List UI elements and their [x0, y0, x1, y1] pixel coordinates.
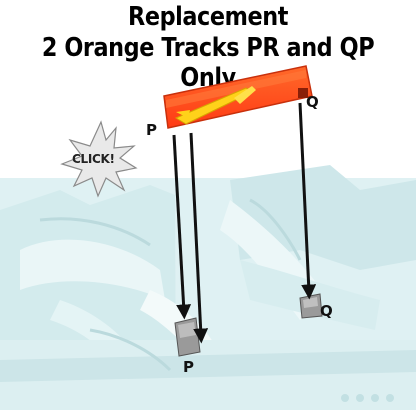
- label-q-bottom: Q: [320, 302, 333, 320]
- label-p-top: P: [146, 121, 157, 139]
- arrow-p-1: [172, 134, 192, 320]
- arrow-p-2: [189, 132, 209, 344]
- label-p-bottom: P: [183, 358, 194, 376]
- title-line-1: Replacement: [128, 2, 288, 32]
- title-line-2: 2 Orange Tracks PR and QP Only: [41, 33, 375, 93]
- arrow-q: [298, 102, 317, 300]
- arrow-group: [172, 102, 317, 344]
- playset-background: [0, 165, 416, 410]
- label-q-top: Q: [306, 93, 319, 111]
- click-label: CLICK!: [72, 152, 115, 166]
- gray-track-piece-p: [174, 317, 201, 357]
- gray-track-piece-q: [299, 293, 323, 319]
- click-burst-icon: [60, 120, 138, 198]
- orange-track-pr: [163, 65, 313, 129]
